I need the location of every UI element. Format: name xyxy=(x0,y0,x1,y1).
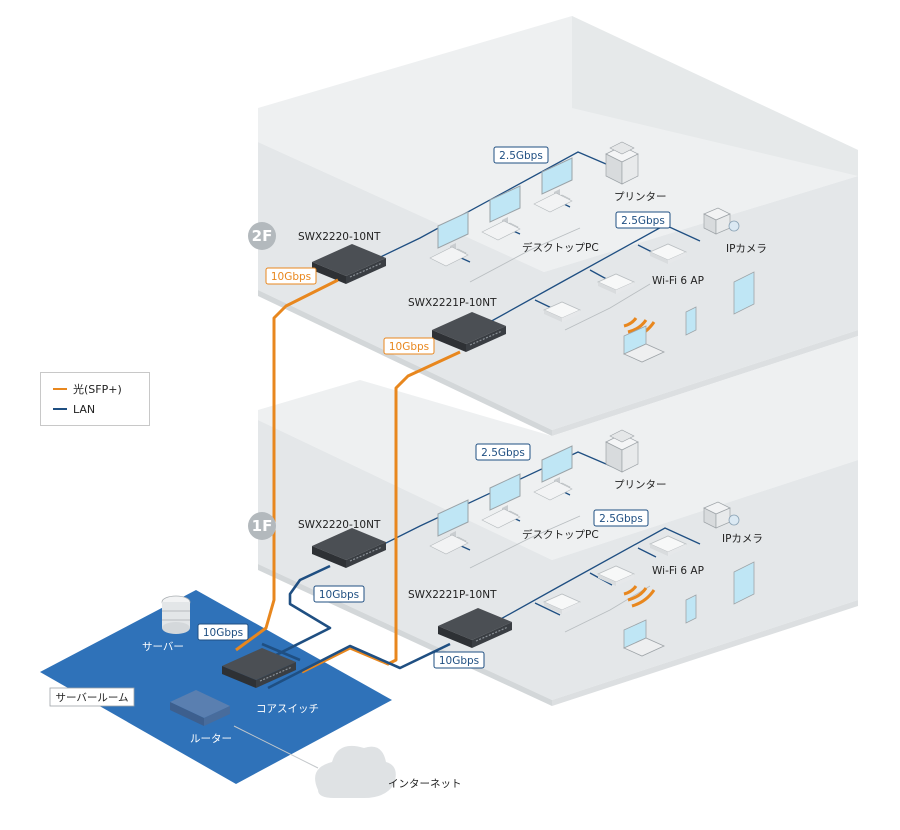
floor-2-switch-main-label: SWX2220-10NT xyxy=(298,231,381,243)
floor-1-printer-icon xyxy=(605,429,639,473)
floor-1-pc-speed-text: 2.5Gbps xyxy=(481,447,525,459)
floor-1-camera-label: IPカメラ xyxy=(722,533,763,545)
server-room-title-box: サーバールーム xyxy=(49,687,135,707)
floor-1-ap-label: Wi-Fi 6 AP xyxy=(652,565,704,577)
server-room-title: サーバールーム xyxy=(55,692,128,704)
floor-1-gray-cables xyxy=(469,515,651,633)
floor-1-ap-speed-badge: 2.5Gbps xyxy=(593,509,649,527)
server-room-area xyxy=(40,590,392,784)
floor-1-phone-icon xyxy=(685,594,697,624)
cloud-icon xyxy=(315,745,396,798)
floor-1-badge xyxy=(248,512,276,540)
core-switch-label: コアスイッチ xyxy=(256,703,319,715)
server-icon xyxy=(161,595,191,634)
legend-swatch-fiber xyxy=(53,388,67,390)
floor-2-ap-speed-badge: 2.5Gbps xyxy=(615,211,671,229)
server-speed-badge: 10Gbps xyxy=(197,623,249,641)
floor-1-uplink-poe-badge: 10Gbps xyxy=(433,651,485,669)
legend-item-fiber: 光(SFP+) xyxy=(53,381,122,397)
legend-label-fiber: 光(SFP+) xyxy=(73,383,122,396)
floor-1-ap-speed-text: 2.5Gbps xyxy=(599,513,643,525)
floor-1-printer-label: プリンター xyxy=(614,479,667,491)
backbone-fiber-cables xyxy=(235,278,461,674)
floor-2-switch-poe-label: SWX2221P-10NT xyxy=(408,297,497,309)
floor-2-pc-speed-text: 2.5Gbps xyxy=(499,150,543,162)
internet-link xyxy=(233,725,319,769)
floor-1-switch-main-label: SWX2220-10NT xyxy=(298,519,381,531)
server-speed-text: 10Gbps xyxy=(203,627,243,639)
floor-2-printer-icon xyxy=(605,141,639,185)
internet-label: インターネット xyxy=(388,778,462,790)
floor-1-surface xyxy=(258,420,858,700)
floor-2-printer-label: プリンター xyxy=(614,191,667,203)
floor-1-uplink-poe-text: 10Gbps xyxy=(439,655,479,667)
legend-swatch-lan xyxy=(53,408,67,410)
floor-2-desktop-label: デスクトップPC xyxy=(522,241,599,254)
floor-2-uplink-poe-badge: 10Gbps xyxy=(383,337,435,355)
floor-1-switch-poe-label: SWX2221P-10NT xyxy=(408,589,497,601)
router-icon xyxy=(170,690,230,726)
floor-1-uplink-main-badge: 10Gbps xyxy=(313,585,365,603)
floor-2-ap-speed-text: 2.5Gbps xyxy=(621,215,665,227)
floor-2-gray-cables xyxy=(469,227,651,331)
floor-2-uplink-main-text: 10Gbps xyxy=(271,271,311,283)
floor-2-uplink-main-badge: 10Gbps xyxy=(265,267,317,285)
floor-2-badge xyxy=(248,222,276,250)
floor-1-uplink-main-text: 10Gbps xyxy=(319,589,359,601)
legend-item-lan: LAN xyxy=(53,401,95,417)
server-label: サーバー xyxy=(142,641,184,653)
backbone-lan-cables xyxy=(249,564,451,690)
floor-2-phone-icon xyxy=(685,306,697,336)
floor-2 xyxy=(258,16,858,436)
floor-1-pc-speed-badge: 2.5Gbps xyxy=(475,443,531,461)
floor-2-camera-label: IPカメラ xyxy=(726,243,767,255)
floor-2-badge-text: 2F xyxy=(252,227,273,245)
floor-2-surface xyxy=(258,142,858,430)
floor-1-desktop-label: デスクトップPC xyxy=(522,528,599,541)
floor-2-pc-speed-badge: 2.5Gbps xyxy=(493,146,549,164)
legend-label-lan: LAN xyxy=(73,402,96,416)
legend: 光(SFP+) LAN xyxy=(40,372,150,426)
floor-2-ap-label: Wi-Fi 6 AP xyxy=(652,275,704,287)
floor-1-wall xyxy=(258,336,858,560)
floor-1-badge-text: 1F xyxy=(252,517,273,535)
floor-2-uplink-poe-text: 10Gbps xyxy=(389,341,429,353)
router-label: ルーター xyxy=(190,733,232,745)
